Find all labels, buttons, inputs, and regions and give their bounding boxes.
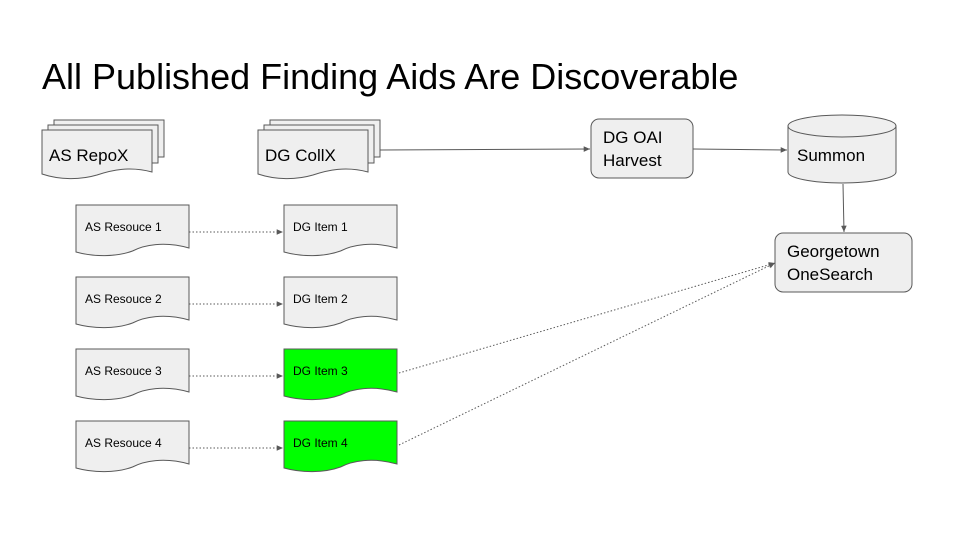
dg-item-doc-2 (283, 276, 398, 329)
as-resource-label-3: AS Resouce 3 (85, 364, 162, 378)
dg-item-label-2: DG Item 2 (293, 292, 348, 306)
dg-item-label-4: DG Item 4 (293, 436, 348, 450)
resource-item-rows: AS Resouce 1 DG Item 1 AS Resouce 2 DG Item… (75, 204, 776, 473)
georgetown-onesearch-node: Georgetown OneSearch (774, 232, 913, 293)
as-repox-label: AS RepoX (49, 146, 128, 165)
as-resource-doc-3 (75, 348, 190, 401)
georgetown-onesearch-label-line1: Georgetown (787, 242, 880, 261)
as-resource-label-2: AS Resouce 2 (85, 292, 162, 306)
dg-item-label-1: DG Item 1 (293, 220, 348, 234)
dg-oai-harvest-label-line2: Harvest (603, 151, 662, 170)
as-resource-doc-2 (75, 276, 190, 329)
dotted-arrow-item-to-onesearch-3 (398, 262, 776, 374)
as-repox-node: AS RepoX (41, 119, 165, 180)
as-resource-doc-1 (75, 204, 190, 257)
slide-title: All Published Finding Aids Are Discovera… (42, 56, 739, 97)
dg-item-doc-3 (283, 348, 398, 401)
dg-item-doc-4 (283, 420, 398, 473)
arrow-oai-to-summon (692, 147, 788, 153)
georgetown-onesearch-label-line2: OneSearch (787, 265, 873, 284)
dg-oai-harvest-label-line1: DG OAI (603, 128, 663, 147)
dg-item-label-3: DG Item 3 (293, 364, 348, 378)
dg-item-doc-1 (283, 204, 398, 257)
summon-label: Summon (797, 146, 865, 165)
as-resource-doc-4 (75, 420, 190, 473)
dotted-arrow-item-to-onesearch-4 (398, 262, 776, 446)
arrow-summon-to-onesearch (841, 183, 847, 233)
dg-collx-node: DG CollX (257, 119, 381, 180)
dg-oai-harvest-node: DG OAI Harvest (590, 118, 694, 179)
arrow-collx-to-oai (379, 146, 591, 152)
as-resource-label-4: AS Resouce 4 (85, 436, 162, 450)
as-resource-label-1: AS Resouce 1 (85, 220, 162, 234)
dg-collx-label: DG CollX (265, 146, 336, 165)
summon-node: Summon (787, 114, 897, 184)
